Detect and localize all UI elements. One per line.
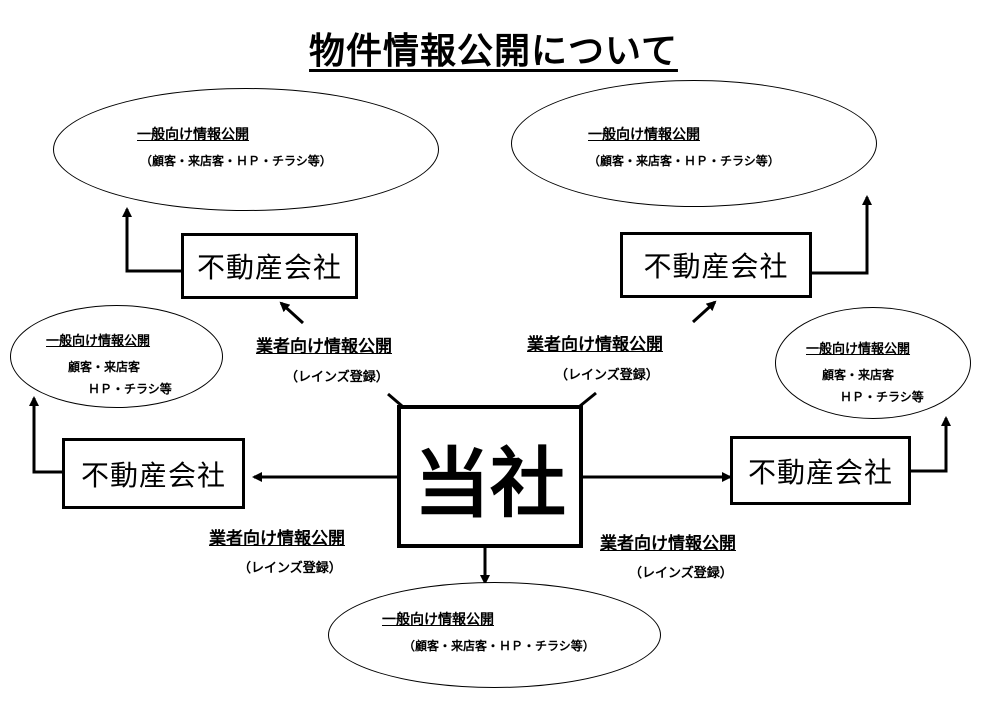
public-title-right: 一般向け情報公開 bbox=[806, 342, 911, 357]
public-sub-top-left: （顧客・来店客・ＨＰ・チラシ等） bbox=[140, 154, 332, 168]
b2b-sub-bottom-left: （レインズ登録） bbox=[238, 561, 342, 576]
b2b-sub-bottom-right: （レインズ登録） bbox=[629, 566, 733, 581]
public-title-top-right: 一般向け情報公開 bbox=[588, 127, 700, 143]
page-title: 物件情報公開について bbox=[309, 31, 678, 72]
public-ellipse-top-left bbox=[53, 88, 439, 211]
public-sub-top-right: （顧客・来店客・ＨＰ・チラシ等） bbox=[588, 154, 780, 168]
company-box-left: 不動産会社 bbox=[62, 438, 245, 509]
public-line2-right: ＨＰ・チラシ等 bbox=[840, 390, 924, 404]
public-line1-right: 顧客・来店客 bbox=[822, 368, 895, 382]
public-ellipse-right bbox=[775, 307, 971, 419]
company-label: 不動産会社 bbox=[80, 458, 226, 492]
arrow-to-top-left-company bbox=[279, 301, 305, 325]
b2b-title-bottom-right: 業者向け情報公開 bbox=[600, 534, 736, 554]
center-label: 当社 bbox=[414, 438, 566, 528]
company-box-top-left: 不動産会社 bbox=[181, 233, 358, 299]
company-box-right: 不動産会社 bbox=[730, 436, 911, 505]
b2b-sub-top-left: （レインズ登録） bbox=[285, 370, 389, 385]
public-sub-bottom: （顧客・来店客・ＨＰ・チラシ等） bbox=[403, 639, 595, 653]
public-ellipse-left bbox=[10, 305, 223, 408]
company-box-top-right: 不動産会社 bbox=[620, 232, 812, 298]
company-label: 不動産会社 bbox=[643, 250, 789, 283]
public-title-left: 一般向け情報公開 bbox=[46, 334, 151, 349]
public-title-top-left: 一般向け情報公開 bbox=[137, 127, 249, 143]
arrow-top-right-company-to-public bbox=[812, 195, 872, 275]
arrow-left-company-to-public bbox=[29, 396, 62, 474]
public-ellipse-top-right bbox=[511, 80, 877, 207]
company-label: 不動産会社 bbox=[196, 251, 342, 284]
stub-center-top-right bbox=[579, 391, 597, 408]
b2b-sub-top-right: （レインズ登録） bbox=[555, 368, 659, 383]
arrow-to-top-right-company bbox=[691, 300, 717, 324]
public-line2-left: ＨＰ・チラシ等 bbox=[88, 382, 172, 396]
arrow-top-left-company-to-public bbox=[122, 207, 181, 273]
center-company-box: 当社 bbox=[397, 405, 583, 548]
public-ellipse-bottom bbox=[328, 582, 661, 688]
public-line1-left: 顧客・来店客 bbox=[68, 360, 141, 374]
public-title-bottom: 一般向け情報公開 bbox=[382, 612, 494, 628]
arrow-right-company-to-public bbox=[911, 416, 951, 473]
b2b-title-bottom-left: 業者向け情報公開 bbox=[209, 529, 345, 549]
b2b-title-top-right: 業者向け情報公開 bbox=[527, 335, 663, 355]
stub-center-top-left bbox=[387, 392, 403, 408]
company-label: 不動産会社 bbox=[747, 455, 893, 489]
b2b-title-top-left: 業者向け情報公開 bbox=[256, 337, 392, 357]
